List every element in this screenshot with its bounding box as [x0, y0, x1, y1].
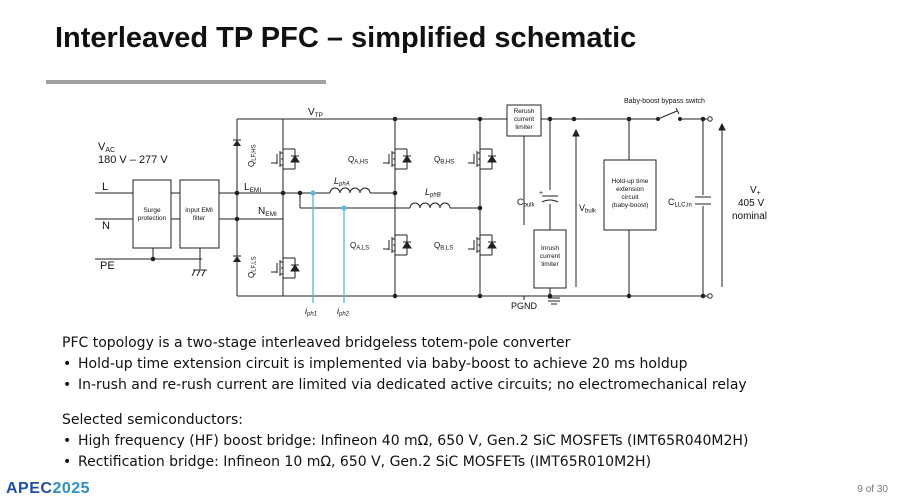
surge-label-2: protection [138, 215, 167, 222]
q-lf-ls-label: QLF,LS [247, 256, 258, 278]
cbulk-plus: + [539, 190, 543, 197]
list-item: Rectification bridge: Infineon 10 mΩ, 65… [62, 452, 862, 473]
cbulk-label: Cbulk [517, 197, 536, 209]
cllc-label: CLLC,in [668, 197, 692, 209]
list-item: Hold-up time extension circuit is implem… [62, 354, 862, 375]
nemi-label: NEMI [258, 206, 277, 218]
surge-protection-block [132, 179, 172, 249]
inrush-limiter-block [533, 229, 567, 289]
q-a-hs-label: QA,HS [348, 155, 368, 166]
mosfet-lf-ls [270, 253, 300, 283]
bulk-capacitor [541, 195, 559, 203]
rails [234, 116, 713, 305]
list-item: High frequency (HF) boost bridge: Infine… [62, 431, 862, 452]
slide-title: Interleaved TP PFC – simplified schemati… [55, 22, 637, 54]
inrush-label-1: Inrush [541, 245, 559, 252]
vout-value: 405 V [738, 198, 764, 209]
mosfet-a-ls [382, 230, 412, 260]
rerush-label-3: limiter [515, 124, 533, 131]
current-probes [310, 190, 347, 303]
inrush-label-2: current [540, 253, 560, 260]
iph2-label: iph2 [337, 306, 350, 318]
vtp-label: VTP [308, 107, 323, 119]
vout-arrow [718, 122, 726, 287]
vac-label: VAC [98, 141, 115, 154]
slide-body: PFC topology is a two-stage interleaved … [62, 333, 862, 473]
vplus-label: V+ [750, 185, 761, 197]
vout-nominal: nominal [732, 211, 767, 222]
mosfet-lf-hs [270, 144, 300, 174]
rerush-label-1: Rerush [514, 108, 535, 115]
holdup-label-1: Hold-up time [612, 178, 649, 185]
holdup-label-3: circuit [622, 194, 639, 201]
page-number: 9 of 30 [857, 484, 888, 495]
pgnd-label: PGND [511, 301, 538, 311]
lphb-label: LphB [425, 187, 441, 199]
q-lf-hs-label: QLF,HS [247, 144, 258, 167]
q-b-hs-label: QB,HS [434, 155, 454, 166]
input-lines [95, 192, 237, 277]
mosfet-a-hs [382, 144, 412, 174]
bypass-label: Baby-boost bypass switch [624, 98, 705, 105]
q-b-ls-label: QB,LS [434, 241, 453, 252]
apec-logo: APEC2025 [6, 480, 91, 497]
bypass-switch [656, 107, 682, 121]
holdup-label-2: extension [616, 186, 644, 193]
title-underline [46, 80, 326, 84]
emi-filter-block [179, 179, 220, 249]
mosfet-b-ls [467, 230, 497, 260]
intro-text: PFC topology is a two-stage interleaved … [62, 335, 571, 351]
emi-label-1: Input EMI [185, 207, 213, 214]
vbulk-arrow [572, 128, 580, 287]
line-n-label: N [102, 220, 110, 232]
rerush-limiter-block [506, 104, 542, 137]
rerush-label-2: current [514, 116, 534, 123]
q-a-ls-label: QA,LS [350, 241, 369, 252]
lemi-label: LEMI [244, 182, 261, 194]
diode-hs [232, 139, 242, 147]
vbulk-label: Vbulk [579, 203, 597, 215]
pfc-schematic: VAC 180 V – 277 V L N PE Surge protectio… [95, 98, 767, 318]
surge-label-1: Surge [143, 207, 161, 214]
mosfet-b-hs [467, 144, 497, 174]
iph1-label: iph1 [305, 306, 317, 318]
holdup-label-4: (baby-boost) [612, 202, 649, 209]
feature-list: Hold-up time extension circuit is implem… [62, 354, 862, 396]
llc-capacitor [695, 196, 711, 205]
inductor-phb [409, 202, 451, 209]
vac-range: 180 V – 277 V [98, 154, 168, 166]
list-item: In-rush and re-rush current are limited … [62, 375, 862, 396]
line-pe-label: PE [100, 260, 115, 272]
inrush-label-3: limiter [541, 261, 559, 268]
lpha-label: LphA [334, 176, 350, 188]
inductor-pha [329, 187, 371, 194]
emi-label-2: filter [193, 215, 206, 222]
holdup-circuit-block [603, 159, 657, 231]
semiconductor-list: High frequency (HF) boost bridge: Infine… [62, 431, 862, 473]
line-l-label: L [102, 181, 108, 193]
semiconductors-heading: Selected semiconductors: [62, 412, 243, 428]
diode-ls [232, 255, 242, 263]
